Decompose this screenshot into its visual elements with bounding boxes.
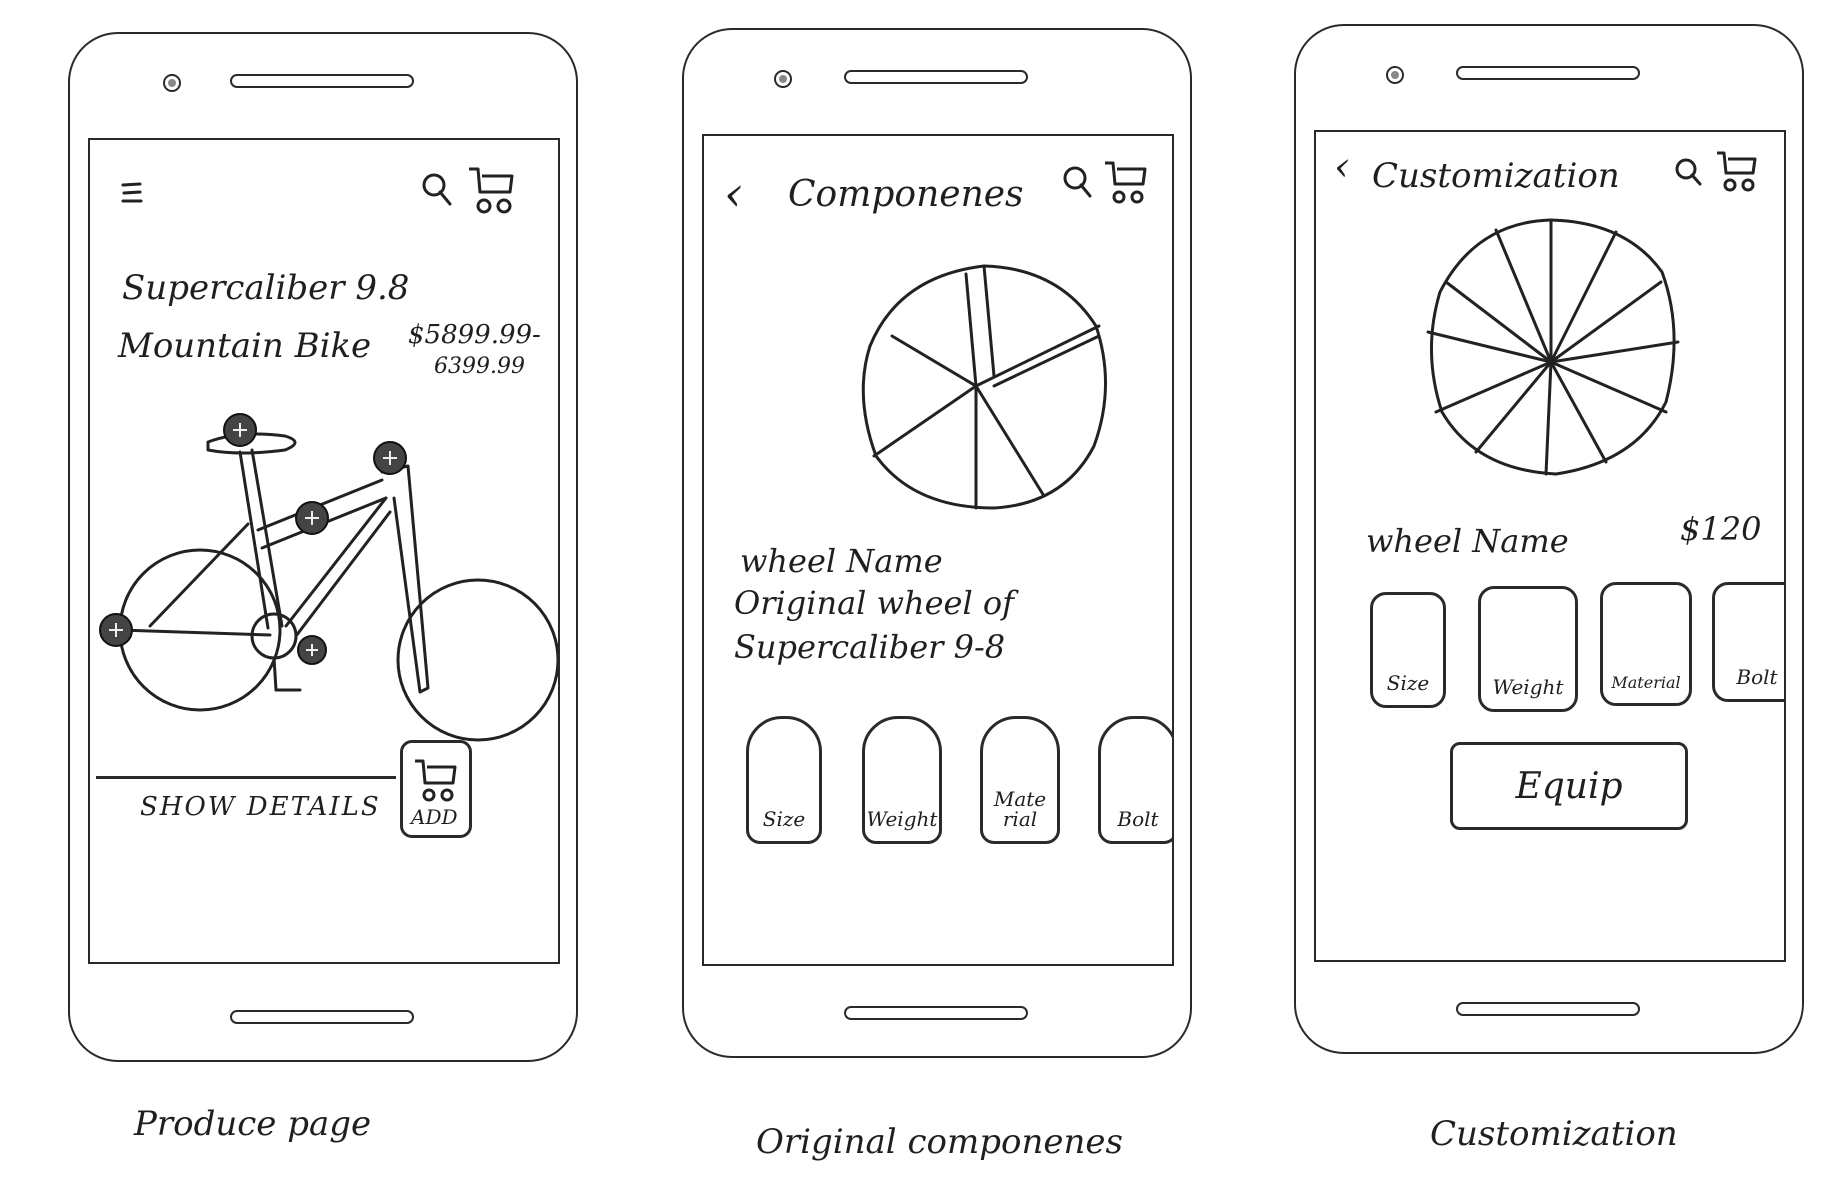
search-icon[interactable] (420, 170, 456, 210)
add-to-cart-button[interactable]: ADD (400, 740, 472, 838)
spec-chip-weight[interactable]: Weight (1478, 586, 1578, 712)
caption-product-page: Produce page (134, 1104, 372, 1144)
spec-chip-bolt[interactable]: Bolt (1712, 582, 1784, 702)
home-bar (844, 1006, 1028, 1020)
show-details-link[interactable]: SHOW DETAILS (140, 792, 381, 822)
header-title: Customization (1372, 156, 1620, 196)
phone-product-page: Supercaliber 9.8 Mountain Bike $5899.99-… (68, 32, 578, 1062)
spec-chip-material[interactable]: Material (1600, 582, 1692, 706)
cart-icon (415, 759, 457, 802)
search-icon[interactable] (1674, 156, 1704, 190)
add-label: ADD (411, 805, 458, 829)
screen-product-page: Supercaliber 9.8 Mountain Bike $5899.99-… (88, 138, 560, 964)
spec-chip-bolt[interactable]: Bolt (1098, 716, 1172, 844)
wheel-name: wheel Name (740, 542, 943, 580)
cart-icon[interactable] (466, 164, 518, 216)
phone-components-page: ‹ Componenes wheel Name Original wheel o… (682, 28, 1192, 1058)
product-title: Supercaliber 9.8 (122, 268, 410, 308)
speaker-slot (230, 74, 414, 88)
wheel-price: $120 (1680, 510, 1762, 548)
speaker-slot (844, 70, 1028, 84)
home-bar (1456, 1002, 1640, 1016)
back-chevron-icon[interactable]: ‹ (724, 166, 744, 222)
screen-components-page: ‹ Componenes wheel Name Original wheel o… (702, 134, 1174, 966)
caption-original-components: Original componenes (756, 1122, 1123, 1162)
home-bar (230, 1010, 414, 1024)
wheel-image (861, 264, 1107, 510)
price-range-end: 6399.99 (434, 354, 525, 379)
details-divider (96, 776, 396, 779)
spec-chip-material[interactable]: Mate rial (980, 716, 1060, 844)
camera-dot (1386, 66, 1404, 84)
search-icon[interactable] (1062, 164, 1096, 202)
caption-customization: Customization (1430, 1114, 1678, 1154)
cart-icon[interactable] (1714, 148, 1760, 194)
price-range-start: $5899.99- (408, 320, 541, 350)
wheel-image (1426, 218, 1680, 476)
speaker-slot (1456, 66, 1640, 80)
bike-image[interactable] (90, 400, 560, 770)
equip-button[interactable]: Equip (1450, 742, 1688, 830)
camera-dot (774, 70, 792, 88)
back-chevron-icon[interactable]: ‹ (1334, 144, 1350, 190)
menu-icon[interactable] (120, 180, 146, 206)
spec-chip-weight[interactable]: Weight (862, 716, 942, 844)
product-subtitle: Mountain Bike (118, 326, 372, 366)
screen-customization-page: ‹ Customization (1314, 130, 1786, 962)
phone-customization-page: ‹ Customization (1294, 24, 1804, 1054)
wheel-description-line1: Original wheel of (734, 584, 1014, 622)
camera-dot (163, 74, 181, 92)
wheel-description-line2: Supercaliber 9-8 (734, 628, 1006, 666)
spec-chip-size[interactable]: Size (746, 716, 822, 844)
spec-chip-size[interactable]: Size (1370, 592, 1446, 708)
wheel-name: wheel Name (1366, 522, 1569, 560)
header-title: Componenes (788, 174, 1024, 215)
cart-icon[interactable] (1102, 158, 1150, 206)
